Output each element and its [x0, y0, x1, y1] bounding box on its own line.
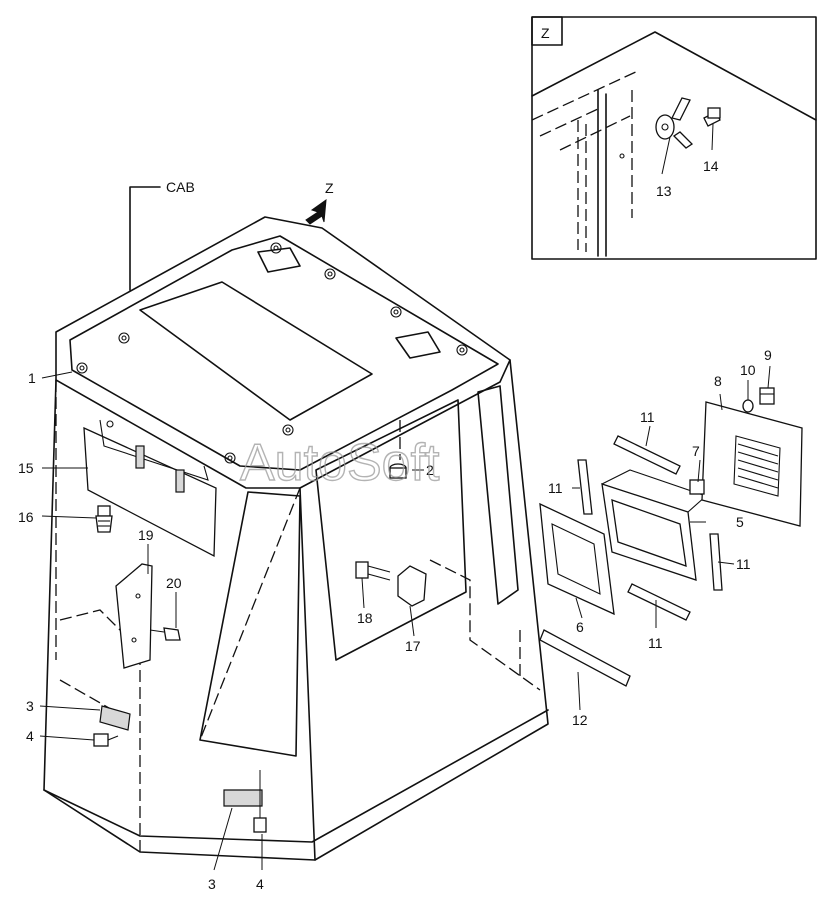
callout-11-right: 11 — [736, 556, 751, 572]
callout-13: 13 — [656, 183, 672, 199]
callout-17: 17 — [405, 638, 421, 654]
callout-6: 6 — [576, 619, 584, 635]
roof-inner-rim — [69, 235, 499, 471]
inset-view-z: Z 13 14 — [531, 16, 817, 260]
cab-roof — [55, 216, 511, 489]
callout-4-bottom: 4 — [256, 876, 264, 892]
view-arrow-label: Z — [325, 180, 334, 196]
cab-walls — [43, 359, 549, 861]
cab-leader — [129, 186, 161, 291]
washer-part-10 — [742, 399, 754, 413]
callout-20: 20 — [166, 575, 182, 591]
bolt-part-4-bottom — [253, 770, 267, 833]
callout-10: 10 — [740, 362, 756, 378]
callout-11-bottom: 11 — [648, 635, 663, 651]
cab-front-corner — [299, 487, 316, 861]
bolt-part-4-left — [93, 733, 119, 747]
callout-2: 2 — [426, 462, 434, 478]
plate-part-3-bottom — [223, 789, 263, 807]
strip-part-12 — [539, 629, 631, 687]
gasket-part-6 — [539, 502, 615, 616]
view-z-arrow-icon — [305, 198, 327, 225]
inset-roof-edge — [531, 31, 817, 121]
rear-window-frame — [199, 491, 301, 757]
inset-tag: Z — [541, 25, 550, 41]
cab-hidden-lines-right — [399, 420, 541, 691]
callout-16: 16 — [18, 509, 34, 525]
inset-pillar-hidden — [577, 90, 633, 252]
callout-11-left: 11 — [548, 480, 563, 496]
inset-pillar — [597, 89, 607, 257]
cab-floor-edge — [43, 709, 549, 843]
cab-body — [43, 216, 549, 861]
housing-part-5 — [601, 469, 708, 581]
inset-tag-box — [531, 16, 563, 46]
knob-part-9 — [759, 387, 775, 405]
screw-part-7 — [689, 479, 705, 495]
inset-frame — [531, 16, 817, 260]
fitting-part-18 — [355, 561, 391, 581]
callout-9: 9 — [764, 347, 772, 363]
bolt-part-16 — [95, 505, 113, 533]
cab-label: CAB — [166, 179, 195, 195]
callout-3-bottom: 3 — [208, 876, 216, 892]
inset-hidden-lines — [531, 69, 641, 151]
door-window — [477, 385, 519, 605]
callout-19: 19 — [138, 527, 154, 543]
callout-4-left: 4 — [26, 728, 34, 744]
callout-15: 15 — [18, 460, 34, 476]
handle-part-13 — [655, 97, 694, 149]
callout-11-top: 11 — [640, 409, 655, 425]
seal-parts-11 — [577, 435, 723, 621]
roof-hatch-rear — [395, 331, 441, 359]
grille-part-8 — [701, 401, 803, 527]
callout-7: 7 — [692, 443, 700, 459]
side-window-frame — [315, 399, 467, 661]
callout-12: 12 — [572, 712, 588, 728]
plate-part-3-left — [99, 705, 131, 731]
screw-part-14 — [703, 107, 721, 127]
watermark: AutoSoft — [240, 434, 440, 492]
leader-lines — [39, 365, 771, 871]
cover-part-19 — [115, 563, 153, 669]
roof-hatch-front — [257, 247, 301, 273]
bolt-part-20 — [149, 627, 181, 641]
cap-part-2 — [389, 463, 407, 479]
callout-18: 18 — [357, 610, 373, 626]
plate-part-15 — [83, 419, 217, 558]
callout-3-left: 3 — [26, 698, 34, 714]
roof-panel — [139, 281, 373, 421]
callout-8: 8 — [714, 373, 722, 389]
roof-bolts — [76, 242, 468, 464]
callout-5: 5 — [736, 514, 744, 530]
bracket-part-17 — [397, 565, 427, 607]
callout-14: 14 — [703, 158, 719, 174]
callout-1: 1 — [28, 370, 36, 386]
